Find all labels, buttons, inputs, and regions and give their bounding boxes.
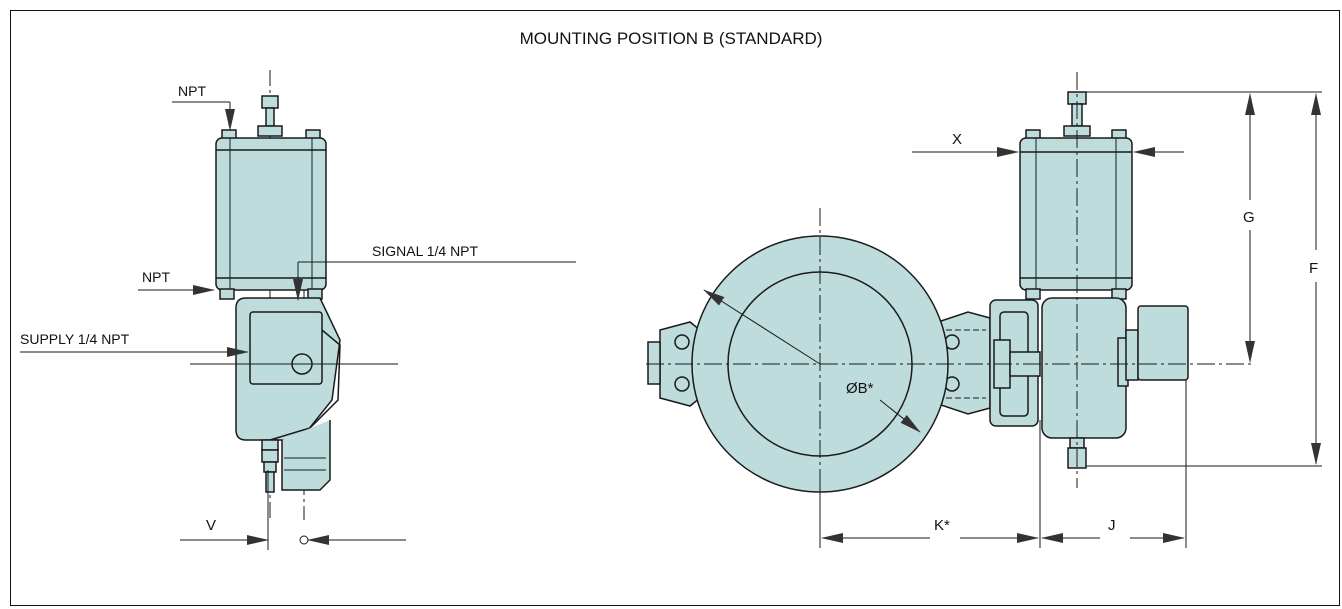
npt-top-label: NPT — [178, 83, 206, 99]
dim-g-label: G — [1243, 209, 1255, 226]
signal-label: SIGNAL 1/4 NPT — [372, 243, 479, 259]
supply-label: SUPPLY 1/4 NPT — [20, 331, 130, 347]
dim-x-label: X — [952, 131, 962, 148]
dim-j-label: J — [1108, 517, 1116, 534]
right-annotations — [703, 91, 1322, 548]
left-annotations — [20, 101, 576, 550]
right-valve-view — [646, 72, 1252, 520]
drawing-title: MOUNTING POSITION B (STANDARD) — [520, 29, 823, 48]
dim-diameter-label: ØB* — [846, 380, 874, 397]
left-actuator-view — [190, 70, 398, 520]
dim-f-label: F — [1309, 260, 1318, 277]
npt-mid-label: NPT — [142, 269, 170, 285]
dim-k-label: K* — [934, 517, 950, 534]
dim-v-label: V — [206, 517, 216, 534]
